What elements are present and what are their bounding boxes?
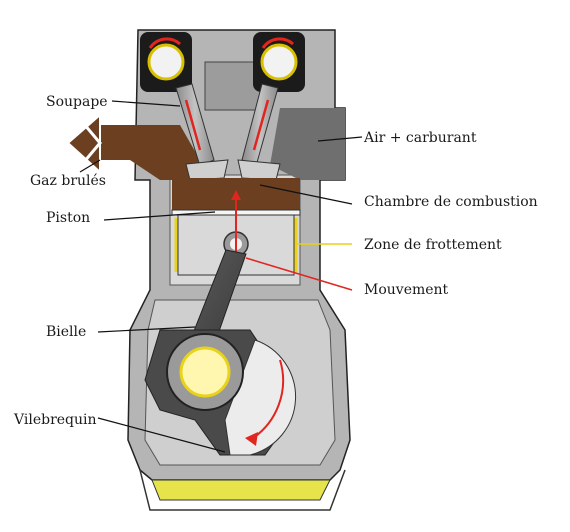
valve-left (175, 83, 229, 181)
label-soupape: Soupape (46, 94, 108, 110)
label-zone-frottement: Zone de frottement (364, 237, 502, 253)
rotation-arrow-icon (148, 37, 181, 49)
leader-lines (79, 100, 363, 453)
crankshaft (144, 329, 297, 456)
label-chambre-combustion: Chambre de combustion (364, 194, 538, 210)
label-piston: Piston (46, 210, 90, 226)
label-bielle: Bielle (46, 324, 86, 340)
rotation-arrow-icon (261, 37, 294, 49)
rotation-arrow-icon (249, 359, 285, 441)
oil-sump (139, 469, 346, 511)
label-gaz-brules: Gaz brulés (30, 173, 106, 189)
exhaust-duct (66, 112, 200, 180)
label-vilebrequin: Vilebrequin (13, 412, 97, 428)
label-mouvement: Mouvement (364, 282, 449, 298)
intake-port (270, 108, 345, 180)
cam-left (140, 32, 192, 92)
valve-right (237, 83, 281, 181)
label-air-carburant: Air + carburant (363, 130, 477, 146)
cam-right (253, 32, 305, 92)
